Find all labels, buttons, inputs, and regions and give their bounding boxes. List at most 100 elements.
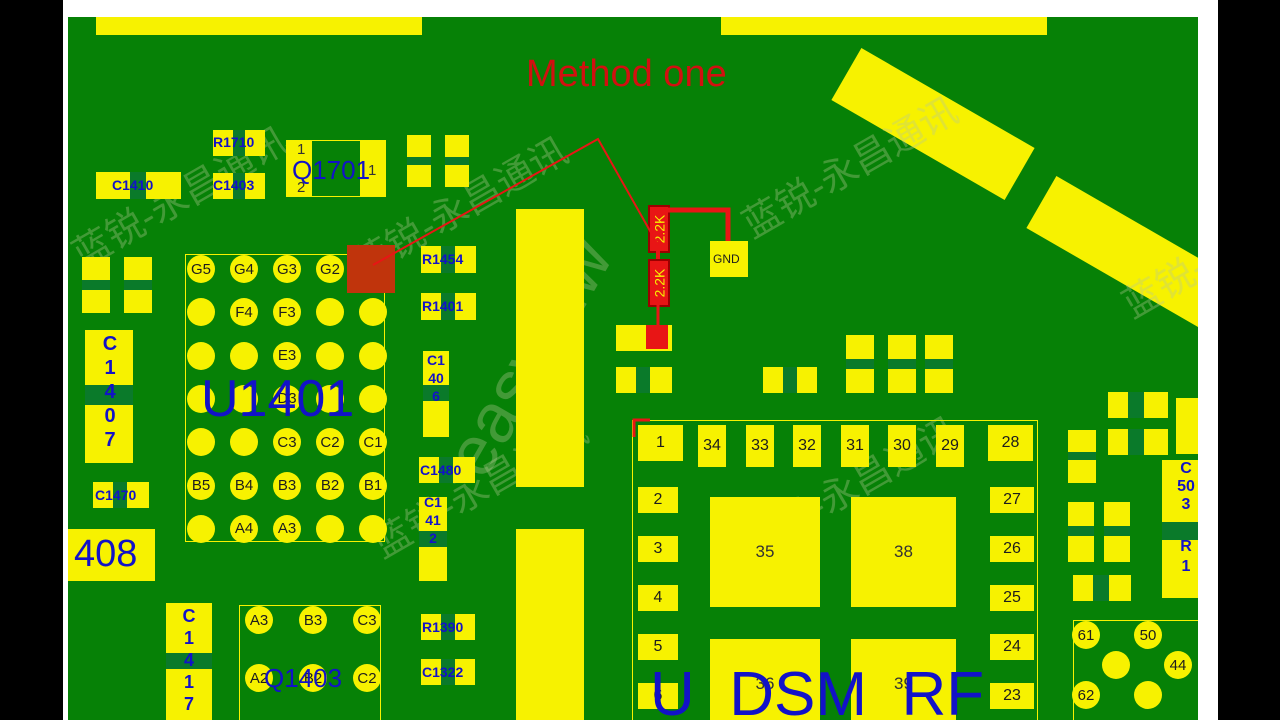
gnd-label: GND (713, 252, 740, 266)
c1407-label: C1407 (102, 333, 118, 451)
q1403-ball: A3 (245, 606, 273, 634)
u1401-ball: A3 (273, 514, 301, 543)
c1403-label: C1403 (213, 177, 255, 193)
c-vertical-1 (82, 257, 110, 313)
u1401-ball: G5 (187, 255, 215, 283)
udsm-pin-top: 32 (793, 425, 821, 467)
right-part-3 (1176, 398, 1198, 454)
udsm-pin-right: 25 (990, 585, 1034, 611)
u1401-ball: F3 (273, 298, 301, 327)
udsm-pin-top: 34 (698, 425, 726, 467)
udsm-center-pad-35: 35 (710, 497, 820, 607)
c1470-component (93, 482, 149, 508)
u1401-ball: A4 (230, 514, 258, 543)
r1454-label: R1454 (422, 251, 464, 267)
u1401-ball (359, 298, 387, 327)
u1401-ball (359, 384, 387, 413)
udsm-pin-top: 1 (638, 425, 683, 461)
u1401-ball (316, 341, 344, 370)
q1403-outline (239, 605, 381, 720)
right-part-1 (1108, 392, 1168, 418)
g1-highlight (347, 245, 395, 293)
udsm-pin-right: 27 (990, 487, 1034, 513)
c1410-label: C1410 (112, 177, 154, 193)
c1480-label: C1480 (420, 462, 462, 478)
c1470-label: C1470 (95, 487, 137, 503)
q1701-pin1: 1 (297, 141, 306, 158)
c1412-component (419, 497, 447, 581)
u1401-ball: C3 (273, 428, 301, 457)
udsm-pin-left: 6 (638, 683, 678, 709)
resistor-2k2-bottom: 2.2K (648, 259, 670, 307)
u1401-ball: B4 (230, 471, 258, 500)
right-part-5 (1068, 502, 1094, 562)
q1403-label: Q1403 (264, 663, 343, 693)
part408-component (68, 529, 155, 581)
right-part-7 (1073, 575, 1131, 601)
u1401-ball (316, 384, 344, 413)
pcb-board: Method one 蓝锐-永昌通讯 easy-dw 蓝锐-永昌通讯 蓝锐-永昌… (68, 17, 1198, 720)
q1701-pad-left (286, 140, 312, 196)
u1401-ball: G2 (316, 255, 344, 283)
u1401-ball: C2 (316, 428, 344, 457)
u1401-ball (187, 514, 215, 543)
right-bga-ball-62: 62 (1072, 681, 1100, 709)
right-bga-ball-44: 44 (1164, 651, 1192, 679)
resistor-2k2-top: 2.2K (648, 205, 670, 253)
udsm-center-pad-38: 38 (851, 497, 956, 607)
q1701-pin3: 1 (368, 162, 377, 179)
udsm-pin-top: 29 (936, 425, 964, 467)
udsm-label: U_DSM_RF (650, 660, 985, 720)
q1403-ball: A2 (245, 664, 273, 692)
u1401-ball: B1 (359, 471, 387, 500)
udsm-pin-top: 31 (841, 425, 869, 467)
r1401-component (421, 293, 476, 320)
u1401-ball (359, 514, 387, 543)
u1401-ball: C1 (359, 428, 387, 457)
c1410-component (96, 172, 181, 199)
u1401-ball (230, 428, 258, 457)
udsm-pin-top: 28 (988, 425, 1033, 461)
r1390-component (421, 614, 475, 640)
c1480-component (419, 457, 475, 483)
u1401-ball (316, 514, 344, 543)
udsm-pin-left: 4 (638, 585, 678, 611)
u1401-ball: F4 (230, 298, 258, 327)
long-pad-upper (516, 209, 584, 487)
top-edge-pad-left (96, 17, 422, 35)
r1401-label: R1401 (422, 298, 464, 314)
c503-label: C503 (1177, 460, 1195, 513)
c1406-component (423, 351, 449, 437)
trace-resistor-to-gnd (666, 207, 731, 241)
udsm-pin-right: 23 (990, 683, 1034, 709)
u1401-ball: G4 (230, 255, 258, 283)
tiny-red-part (646, 325, 668, 349)
u1401-ball: B5 (187, 471, 215, 500)
u1401-ball (316, 298, 344, 327)
u1401-ball (187, 384, 215, 413)
q1403-ball: C2 (353, 664, 381, 692)
u1401-ball (230, 341, 258, 370)
shield-pad-diagonal-2 (1026, 176, 1198, 328)
right-part-4 (1068, 430, 1096, 483)
u1401-ball: B3 (273, 471, 301, 500)
tiny-part-3 (846, 335, 874, 393)
c1403-component (213, 173, 265, 199)
q1701-label: Q1701 (292, 155, 371, 185)
udsm-outline (632, 420, 1038, 720)
gnd-pad (710, 241, 748, 277)
shield-pad-diagonal-1 (831, 48, 1035, 200)
r1390-label: R1390 (422, 619, 464, 635)
resistor-2k2-bottom-label: 2.2K (651, 268, 667, 298)
tiny-part-2 (445, 135, 469, 187)
right-part-2 (1108, 429, 1168, 455)
r1710-label: R1710 (213, 134, 255, 150)
u1401-ball: G3 (273, 255, 301, 283)
right-bga-ball-blank-2 (1134, 681, 1162, 709)
top-edge-pad-right (721, 17, 1047, 35)
right-bga-ball-blank-1 (1102, 651, 1130, 679)
part408-label: 408 (74, 533, 138, 575)
small-part-middle (763, 367, 817, 393)
c1417-component (166, 603, 212, 720)
